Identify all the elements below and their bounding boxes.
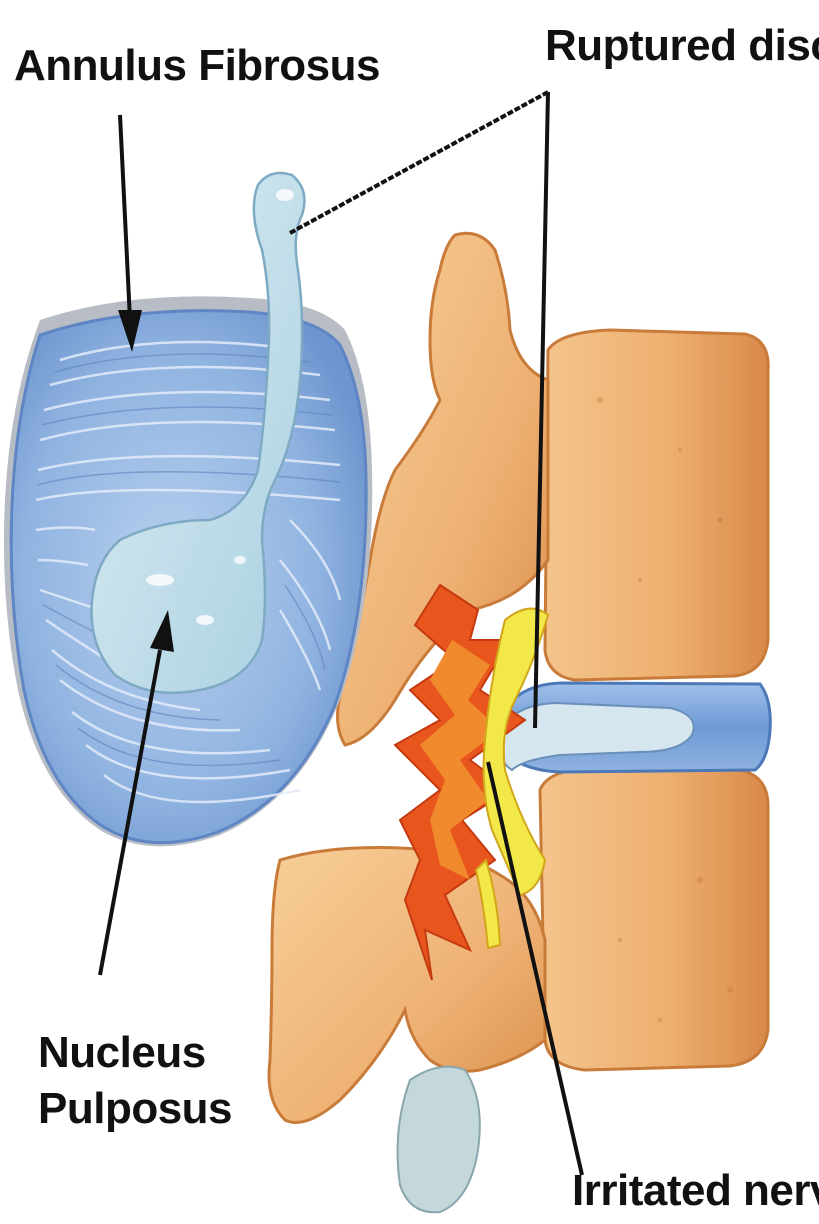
articular-process <box>398 1067 480 1213</box>
nucleus-label-line1: Nucleus <box>38 1025 232 1081</box>
nucleus-label-line2: Pulposus <box>38 1081 232 1137</box>
ruptured-disc-label: Ruptured disc <box>545 20 819 72</box>
ruptured-pointer-line-1 <box>290 92 548 233</box>
irritated-nerve-label: Irritated nerve <box>572 1165 819 1217</box>
lower-posterior-elements <box>269 848 545 1123</box>
disc-top-view <box>4 173 372 846</box>
upper-vertebral-body <box>545 330 768 680</box>
annulus-fibrosus-label: Annulus Fibrosus <box>14 40 380 92</box>
lower-vertebral-body <box>540 768 768 1070</box>
annulus-pointer-line <box>120 115 130 320</box>
nucleus-pulposus-label: Nucleus Pulposus <box>38 1025 232 1137</box>
